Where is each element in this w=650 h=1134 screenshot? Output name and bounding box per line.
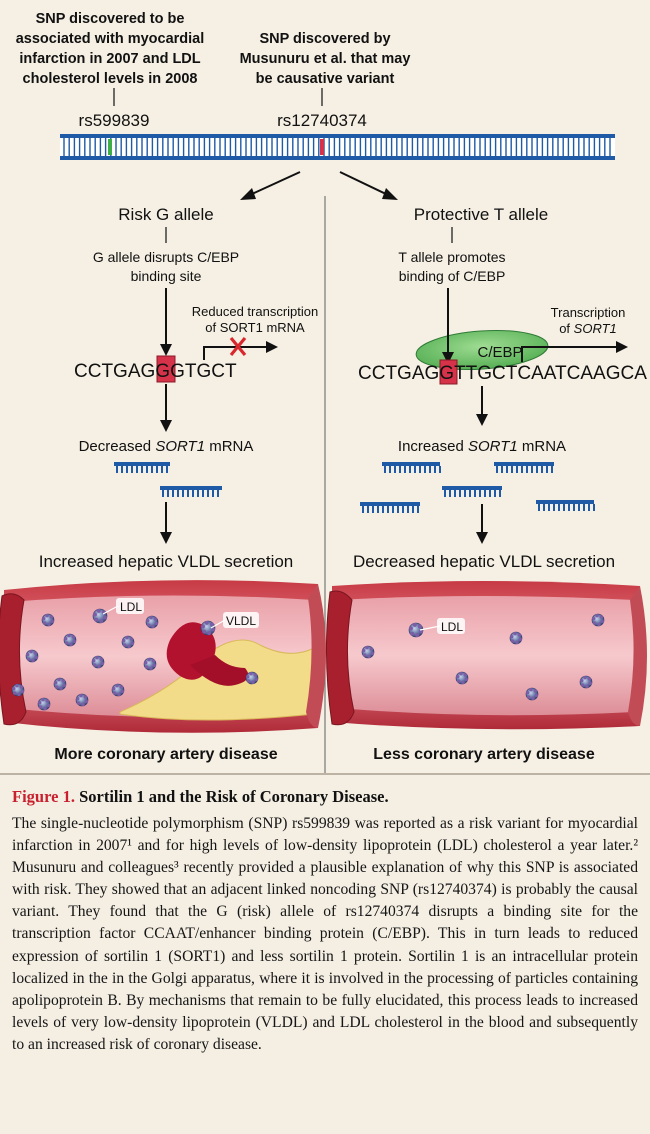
risk-snp-highlight — [156, 355, 176, 383]
mrna-strand — [114, 462, 170, 473]
mrna-strand — [494, 462, 554, 473]
snp-label-left: rs599839 — [79, 111, 150, 130]
vldl-label: VLDL — [226, 614, 256, 628]
lipoprotein-particle — [200, 620, 216, 636]
callout-left-line: SNP discovered to be — [36, 11, 185, 27]
lipoprotein-particle — [11, 683, 25, 697]
block-x-icon — [229, 336, 247, 357]
callout-right-line: be causative variant — [256, 71, 395, 87]
lipoprotein-particle — [143, 657, 157, 671]
callout-left-line: associated with myocardial — [16, 31, 205, 47]
transcription-arrow — [521, 346, 618, 362]
cebp-protein-label: C/EBP — [477, 344, 522, 361]
protective-mrna-strands — [360, 462, 595, 513]
callout-right-line: SNP discovered by — [259, 31, 390, 47]
lipoprotein-particle — [41, 613, 55, 627]
protective-snp-highlight — [439, 359, 458, 385]
sort1-diagram: SNP discovered to be associated with myo… — [0, 11, 647, 773]
callout-left-line: infarction in 2007 and LDL — [19, 51, 200, 67]
healthy-artery: LDL — [325, 581, 647, 730]
callout-left-line: cholesterol levels in 2008 — [23, 71, 198, 87]
lipoprotein-particle — [455, 671, 469, 685]
lipoprotein-particle — [25, 649, 39, 663]
lipoprotein-particle — [91, 655, 105, 669]
figure-caption: Figure 1. Sortilin 1 and the Risk of Cor… — [0, 773, 650, 1134]
diseased-artery: LDL VLDL — [0, 580, 326, 733]
lipoprotein-particle — [111, 683, 125, 697]
risk-allele-label: Risk G allele — [118, 205, 213, 224]
lipoprotein-particle — [92, 608, 108, 624]
protective-mrna-label: Increased SORT1 mRNA — [398, 438, 566, 455]
protective-sequence: CCTGAGGTTGCTCAATCAAGCA — [358, 363, 647, 384]
protective-effect-line: T allele promotes — [398, 249, 505, 265]
callout-left: SNP discovered to be associated with myo… — [16, 11, 205, 130]
lipoprotein-particle — [121, 635, 135, 649]
lipoprotein-particle — [245, 671, 259, 685]
risk-outcome-label: More coronary artery disease — [54, 746, 277, 763]
lipoprotein-particle — [63, 633, 77, 647]
risk-panel: Risk G allele G allele disrupts C/EBP bi… — [0, 205, 326, 763]
snp-label-right: rs12740374 — [277, 111, 367, 130]
risk-secretion-label: Increased hepatic VLDL secretion — [39, 552, 294, 571]
risk-transcription-line: Reduced transcription — [192, 304, 318, 319]
lipoprotein-particle — [525, 687, 539, 701]
mrna-strand — [536, 500, 595, 511]
protective-panel: Protective T allele T allele promotes bi… — [325, 205, 647, 763]
mrna-strand — [442, 486, 502, 497]
snp-marker-green — [108, 139, 112, 155]
blocked-transcription-arrow — [203, 346, 268, 360]
caption-body: The single-nucleotide polymorphism (SNP)… — [12, 815, 638, 1053]
lipoprotein-particle — [37, 697, 51, 711]
protective-effect-line: binding of C/EBP — [399, 268, 506, 284]
risk-mrna-label: Decreased SORT1 mRNA — [79, 438, 254, 455]
caption-title: Figure 1. Sortilin 1 and the Risk of Cor… — [12, 787, 638, 807]
mrna-strand — [160, 486, 222, 497]
risk-effect-line: G allele disrupts C/EBP — [93, 249, 239, 265]
callout-right: SNP discovered by Musunuru et al. that m… — [240, 31, 411, 130]
protective-allele-label: Protective T allele — [414, 205, 549, 224]
mrna-strand — [382, 462, 441, 473]
branch-arrows — [240, 171, 398, 200]
lipoprotein-particle — [591, 613, 605, 627]
protective-transcription-line: Transcription — [551, 305, 626, 320]
callout-right-line: Musunuru et al. that may — [240, 51, 411, 67]
protective-outcome-label: Less coronary artery disease — [373, 746, 595, 763]
lipoprotein-particle — [509, 631, 523, 645]
figure-label: Figure 1. — [12, 787, 75, 806]
ldl-label: LDL — [441, 620, 463, 634]
figure-title: Sortilin 1 and the Risk of Coronary Dise… — [79, 787, 389, 806]
risk-sequence: CCTGAGGGTGCT — [74, 361, 237, 382]
ldl-label: LDL — [120, 600, 142, 614]
protective-transcription-line: of SORT1 — [559, 321, 617, 336]
lipoprotein-particle — [361, 645, 375, 659]
lipoprotein-particle — [145, 615, 159, 629]
lipoprotein-particle — [53, 677, 67, 691]
lipoprotein-particle — [579, 675, 593, 689]
risk-transcription-line: of SORT1 mRNA — [205, 320, 305, 335]
risk-mrna-strands — [114, 462, 222, 497]
dna-strand — [60, 134, 615, 160]
figure-panel: SNP discovered to be associated with myo… — [0, 11, 648, 773]
protective-secretion-label: Decreased hepatic VLDL secretion — [353, 552, 615, 571]
mrna-strand — [360, 502, 420, 513]
risk-effect-line: binding site — [131, 268, 202, 284]
snp-marker-red — [320, 139, 324, 155]
lipoprotein-particle — [75, 693, 89, 707]
